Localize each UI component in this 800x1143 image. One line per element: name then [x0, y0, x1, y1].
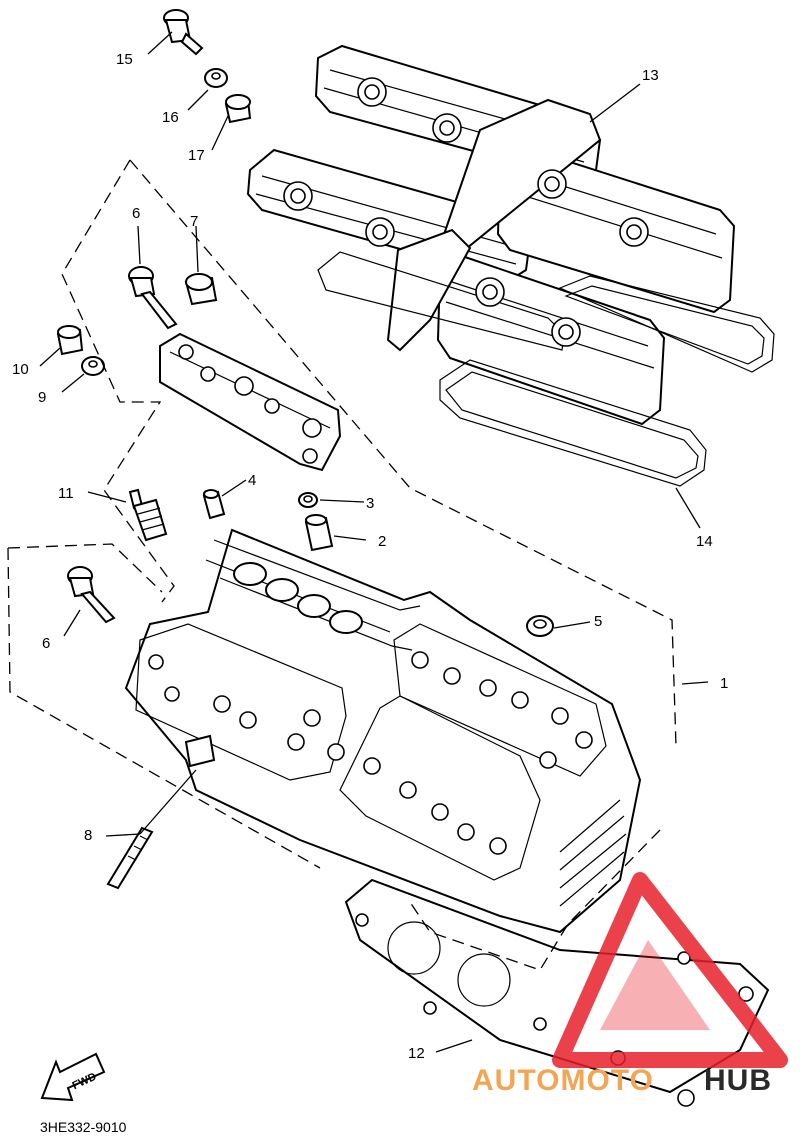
grouping-lines: [7, 159, 677, 971]
callout-4: 4: [248, 472, 256, 489]
callout-3: 3: [366, 495, 374, 512]
part-15-bolt: [163, 9, 204, 56]
part-11-plug: [128, 488, 168, 542]
watermark-logo: [552, 872, 788, 1068]
diagram-code: 3HE332-9010: [40, 1119, 127, 1135]
part-10-grommet: [56, 325, 84, 356]
part-2-dowel: [304, 514, 334, 552]
fwd-arrow: FWD: [40, 1052, 106, 1102]
leader-lines: [39, 31, 709, 1053]
part-6-bolt-upper: [128, 266, 178, 330]
cylinder-head: [124, 528, 642, 934]
watermark-text-automoto: AUTOMOTO: [472, 1064, 654, 1097]
callout-17: 17: [188, 147, 205, 164]
part-8-stud: [106, 826, 154, 890]
part-3-oring: [298, 492, 318, 508]
callout-5: 5: [594, 613, 602, 630]
part-6-bolt-lower: [67, 566, 116, 624]
callout-8: 8: [84, 827, 92, 844]
watermark-text-hub: HUB: [704, 1064, 772, 1097]
part-4-dowel: [202, 489, 226, 520]
callout-6b: 6: [42, 635, 50, 652]
head-gasket: [344, 878, 770, 1107]
camshaft-cap-upper: [159, 332, 342, 472]
callout-14: 14: [696, 533, 713, 550]
callout-7: 7: [190, 213, 198, 230]
callout-16: 16: [162, 109, 179, 126]
part-5-plug: [526, 615, 554, 637]
callout-6a: 6: [132, 205, 140, 222]
callout-10: 10: [12, 361, 29, 378]
part-17-grommet: [224, 94, 252, 124]
part-7-grommet: [184, 273, 218, 306]
callout-1: 1: [720, 675, 728, 692]
callout-9: 9: [38, 389, 46, 406]
callout-12: 12: [408, 1045, 425, 1062]
watermark-triangle-icon: [552, 872, 788, 1068]
callout-15: 15: [116, 51, 133, 68]
callout-13: 13: [642, 67, 659, 84]
part-16-washer: [204, 68, 228, 88]
callout-2: 2: [378, 533, 386, 550]
valve-cover-assembly: [246, 44, 775, 487]
part-9-washer: [81, 356, 105, 376]
callout-labels: 1 2 3 4 5 6 6 7 8 9 10 11 12 13 14 15 16…: [12, 51, 728, 1062]
callout-11: 11: [58, 485, 74, 502]
